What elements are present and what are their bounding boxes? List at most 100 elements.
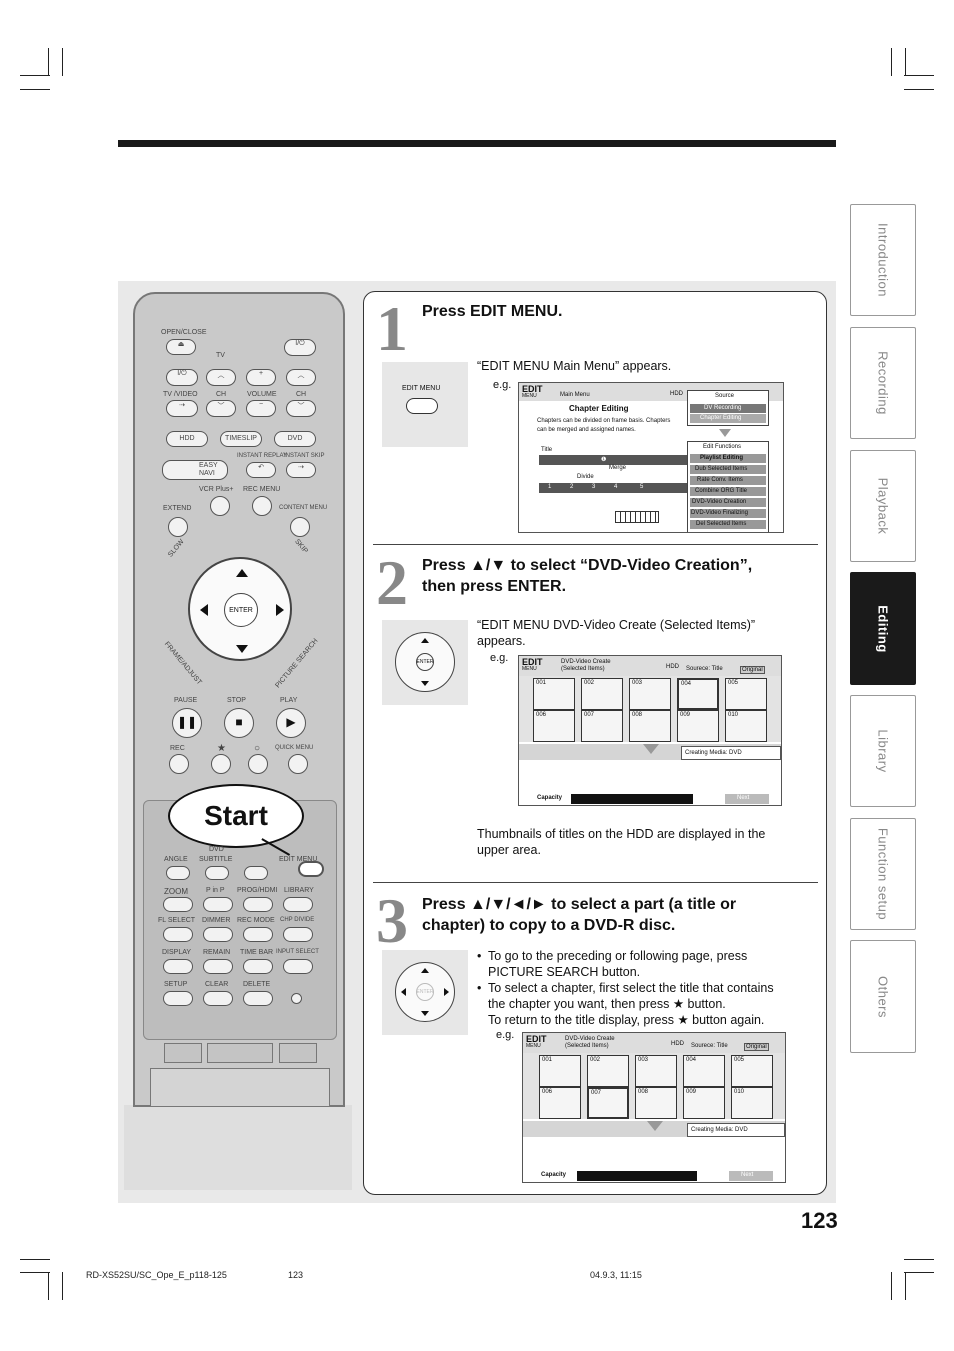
right-arrow-icon[interactable] [276,604,284,616]
next-button[interactable] [725,794,769,804]
title-thumbnail[interactable]: 010 [731,1087,773,1119]
left-arrow-icon[interactable] [200,604,208,616]
content-menu-button[interactable] [290,517,310,537]
crop-mark [904,1259,934,1260]
ch-up-button[interactable]: ︿ [206,369,236,386]
open-close-button[interactable]: ⏏ [166,339,196,355]
audio-button[interactable] [244,866,268,880]
angle-button[interactable] [166,866,190,880]
setup-button[interactable] [163,991,193,1006]
title-thumbnail[interactable]: 008 [635,1087,677,1119]
vcr-plus-button[interactable] [210,496,230,516]
title-thumbnail[interactable]: 003 [635,1055,677,1087]
next-button[interactable] [729,1171,773,1181]
remote-dpad[interactable]: ENTER [188,557,292,661]
tab-playback[interactable]: Playback [850,450,916,562]
library-button[interactable] [283,897,313,912]
title-thumbnail[interactable]: 002 [581,678,623,710]
tab-editing[interactable]: Editing [850,572,916,685]
tab-function-setup[interactable]: Function setup [850,818,916,930]
edit-item: Combine ORG Title [695,488,748,494]
thumb-number: 008 [638,1089,649,1095]
title-thumbnail[interactable]: 009 [677,710,719,742]
p-in-p-button[interactable] [203,897,233,912]
title-thumbnail[interactable]: 004 [683,1055,725,1087]
hdd-indicator: HDD [671,1041,684,1047]
play-button[interactable]: ▶ [276,708,306,738]
rec-menu-button[interactable] [252,496,272,516]
title-thumbnail[interactable]: 002 [587,1055,629,1087]
instant-skip-button[interactable]: ⇢ [286,462,316,478]
title-thumbnail[interactable]: 005 [725,678,767,710]
rec-button[interactable] [169,754,189,774]
edit-badge: EDIT [522,384,543,394]
prog-hdmi-button[interactable] [243,897,273,912]
display-button[interactable] [163,959,193,974]
instant-replay-button[interactable]: ↶ [246,462,276,478]
title-thumbnail-selected[interactable]: 007 [587,1087,629,1119]
remain-button[interactable] [203,959,233,974]
small-round-button[interactable] [291,993,302,1004]
up-arrow-icon[interactable] [236,569,248,577]
title-thumbnail[interactable]: 005 [731,1055,773,1087]
tv-power-button[interactable]: I/⏻ [166,369,198,386]
crop-mark [20,1259,50,1260]
title-thumbnail[interactable]: 006 [539,1087,581,1119]
tab-library[interactable]: Library [850,695,916,807]
timeslip-button[interactable]: TIMESLIP [220,431,262,447]
enter-button[interactable]: ENTER [224,593,258,627]
tab-recording[interactable]: Recording [850,327,916,439]
zoom-button[interactable] [163,897,193,912]
subtitle-button[interactable] [205,866,229,880]
quick-menu-button[interactable] [288,754,308,774]
volume-down-button[interactable]: − [246,400,276,417]
fl-select-button[interactable] [163,927,193,942]
circle-button[interactable] [248,754,268,774]
title-thumbnail[interactable]: 010 [725,710,767,742]
down-arrow-icon[interactable] [236,645,248,653]
step-note: Thumbnails of titles on the HDD are disp… [477,827,766,841]
edit-item: DVD-Video Creation [692,499,747,505]
label-easy-navi: EASY NAVI [199,462,218,477]
stop-button[interactable]: ■ [224,708,254,738]
tab-others[interactable]: Others [850,940,916,1053]
chp-divide-button[interactable] [283,927,313,942]
dvd-button[interactable]: DVD [274,431,316,447]
dimmer-button[interactable] [203,927,233,942]
chapter-bar [539,483,691,493]
edit-menu-button-icon [406,398,438,414]
edit-menu-icon-label: EDIT MENU [402,385,441,392]
volume-up-button[interactable]: + [246,369,276,386]
pause-button[interactable]: ❚❚ [172,708,202,738]
delete-button[interactable] [243,991,273,1006]
hdd-button[interactable]: HDD [166,431,208,447]
title-thumbnail[interactable]: 001 [533,678,575,710]
rec-mode-button[interactable] [243,927,273,942]
crop-mark [904,1272,934,1273]
dpad-icon: ENTER [395,632,455,692]
label-zoom: ZOOM [164,887,188,896]
extend-button[interactable] [168,517,188,537]
easy-navi-button[interactable] [162,460,228,480]
star-button[interactable] [211,754,231,774]
thumb-number: 001 [542,1057,553,1063]
title-thumbnail[interactable]: 006 [533,710,575,742]
title-thumbnail[interactable]: 007 [581,710,623,742]
edit-menu-button[interactable] [298,861,324,877]
title-thumbnail[interactable]: 008 [629,710,671,742]
tab-introduction[interactable]: Introduction [850,204,916,316]
tv-video-button[interactable]: ⇢ [166,400,198,417]
input-select-button[interactable] [283,959,313,974]
ch-down-button[interactable]: ﹀ [206,400,236,417]
ch2-down-button[interactable]: ﹀ [286,400,316,417]
time-bar-button[interactable] [243,959,273,974]
power-button[interactable]: I/⏻ [284,339,316,356]
title-thumbnail[interactable]: 001 [539,1055,581,1087]
title-thumbnail-selected[interactable]: 004 [677,678,719,710]
title-thumbnail[interactable]: 009 [683,1087,725,1119]
ch2-up-button[interactable]: ︿ [286,369,316,386]
title-thumbnail[interactable]: 003 [629,678,671,710]
creating-media-label: Creating Media: DVD [685,750,742,756]
clear-button[interactable] [203,991,233,1006]
dvd-create-screen-2: EDIT MENU DVD-Video Create (Selected Ite… [522,1032,786,1183]
